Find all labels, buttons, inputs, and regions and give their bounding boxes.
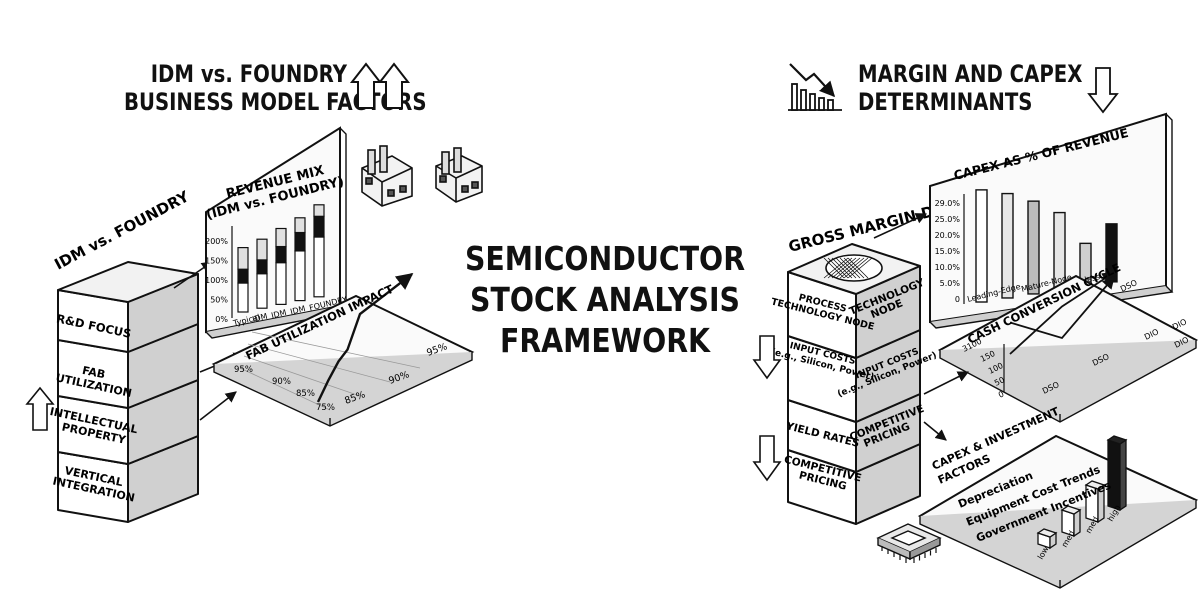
revenue-bar-upper <box>313 204 325 217</box>
fab-y-tick: 95% <box>234 365 253 375</box>
fab-y-tick: 85% <box>296 389 315 399</box>
connector-arrow <box>873 213 928 239</box>
wafer-grid-line <box>827 257 849 279</box>
capex-y-tick: 5.0% <box>940 279 961 288</box>
right-header-line-1: MARGIN AND CAPEX <box>858 60 1083 88</box>
left-header-line-1: IDM vs. FOUNDRY <box>150 60 347 88</box>
cash-line-dso <box>1009 271 1116 355</box>
connector-arrow <box>199 391 237 421</box>
revenue-bar-lower <box>294 250 306 302</box>
capex-investment-panel <box>917 434 1199 589</box>
down-arrow-icon <box>752 335 782 380</box>
right-header-line-2: DETERMINANTS <box>858 88 1033 116</box>
revenue-x-tick: IDM <box>251 312 268 324</box>
capex-y-tick: 15.0% <box>935 247 961 256</box>
fab-y-tick: 90% <box>272 377 291 387</box>
revenue-y-tick: 50% <box>210 296 228 305</box>
revenue-y-tick: 100% <box>205 276 228 285</box>
capex-y-tick: 25.0% <box>935 215 961 224</box>
left-stack-label: IDM vs. FOUNDRY <box>51 187 193 274</box>
revenue-bar-upper <box>256 238 268 261</box>
up-arrows-icon <box>349 62 411 109</box>
revenue-bar-upper <box>237 247 249 270</box>
right-section-header: MARGIN AND CAPEX DETERMINANTS <box>858 60 1104 116</box>
capex-bar <box>1001 192 1014 299</box>
wafer-grid-line <box>835 257 861 279</box>
revenue-x-tick: IDM <box>289 304 306 316</box>
wafer-grid-line <box>847 257 873 279</box>
fab-grid-line <box>247 343 391 383</box>
revenue-x-tick: IDM <box>270 308 287 320</box>
wafer-grid-line <box>831 257 857 279</box>
investment-bar <box>1107 439 1121 511</box>
revenue-bar-dark <box>313 215 325 238</box>
factory-icon <box>361 145 413 207</box>
revenue-bar-lower <box>237 282 249 313</box>
factory-icon <box>435 147 483 203</box>
block-fab-utilization-line: FAB <box>81 364 106 382</box>
fab-y-tick: 75% <box>316 403 335 413</box>
investment-bar-top <box>1036 528 1058 538</box>
fab-grid-line <box>239 367 331 411</box>
gross-margin-tower <box>787 243 921 525</box>
revenue-bar-dark <box>237 268 249 284</box>
chart-down-icon <box>788 63 842 111</box>
title-line-3: FRAMEWORK <box>499 321 711 360</box>
revenue-y-tick: 0% <box>215 315 228 324</box>
wafer-grid-line <box>823 257 849 279</box>
revenue-mix-panel <box>205 126 348 339</box>
revenue-y-tick: 150% <box>205 257 228 266</box>
cash-y-tick: 50 <box>993 375 1006 388</box>
wafer-icon <box>823 254 883 282</box>
revenue-bar-lower <box>256 273 268 309</box>
title-line-1: SEMICONDUCTOR <box>464 239 746 278</box>
fab-grid-line <box>251 331 421 369</box>
revenue-bar-dark <box>294 231 306 252</box>
wafer-grid-line <box>827 257 853 279</box>
capex-bar <box>975 189 988 303</box>
connector-arrow <box>923 371 970 395</box>
wafer-grid-line <box>839 257 865 279</box>
revenue-bar-upper <box>275 227 287 248</box>
capex-y-tick: 0 <box>955 295 960 304</box>
revenue-bar-dark <box>256 259 268 275</box>
fab-grid-line <box>243 355 361 397</box>
cash-line-label: DIO <box>1171 317 1188 332</box>
wafer-grid-line <box>823 257 845 279</box>
revenue-y-tick: 200% <box>205 237 228 246</box>
capex-y-tick: 29.0% <box>935 199 961 208</box>
fab-utilization-line <box>316 272 414 403</box>
revenue-mix-bars <box>231 204 325 318</box>
left-stack <box>57 261 199 523</box>
cash-cycle-panel <box>937 271 1199 423</box>
revenue-bar-dark <box>275 245 287 264</box>
capex-y-tick: 10.0% <box>935 263 961 272</box>
investment-bar-top <box>1084 480 1106 490</box>
wafer-grid-line <box>847 257 869 279</box>
revenue-bar-upper <box>294 217 306 234</box>
fab-utilization-panel <box>211 272 475 427</box>
down-arrow-icon <box>1087 67 1119 114</box>
cash-y-tick: 0 <box>997 389 1006 399</box>
up-arrow-icon <box>25 386 55 431</box>
revenue-bar-lower <box>275 262 287 305</box>
wafer-grid-line <box>843 257 865 279</box>
capex-bar <box>1027 200 1040 295</box>
title-line-2: STOCK ANALYSIS <box>470 280 740 319</box>
wafer-grid-line <box>839 257 861 279</box>
investment-bar-top <box>1060 505 1082 515</box>
down-arrow-icon <box>752 435 782 482</box>
wafer-grid-line <box>835 257 857 279</box>
connector-arrow <box>923 421 947 441</box>
investment-bar-top <box>1106 435 1128 445</box>
capex-y-tick: 20.0% <box>935 231 961 240</box>
cash-line-dio <box>1009 276 1115 340</box>
wafer-grid-line <box>831 257 853 279</box>
wafer-grid-line <box>843 257 869 279</box>
microchip-icon <box>876 523 942 563</box>
page-title: SEMICONDUCTOR STOCK ANALYSIS FRAMEWORK <box>463 238 747 361</box>
revenue-bar-lower <box>313 236 325 298</box>
investment-bar-side <box>1119 438 1127 512</box>
